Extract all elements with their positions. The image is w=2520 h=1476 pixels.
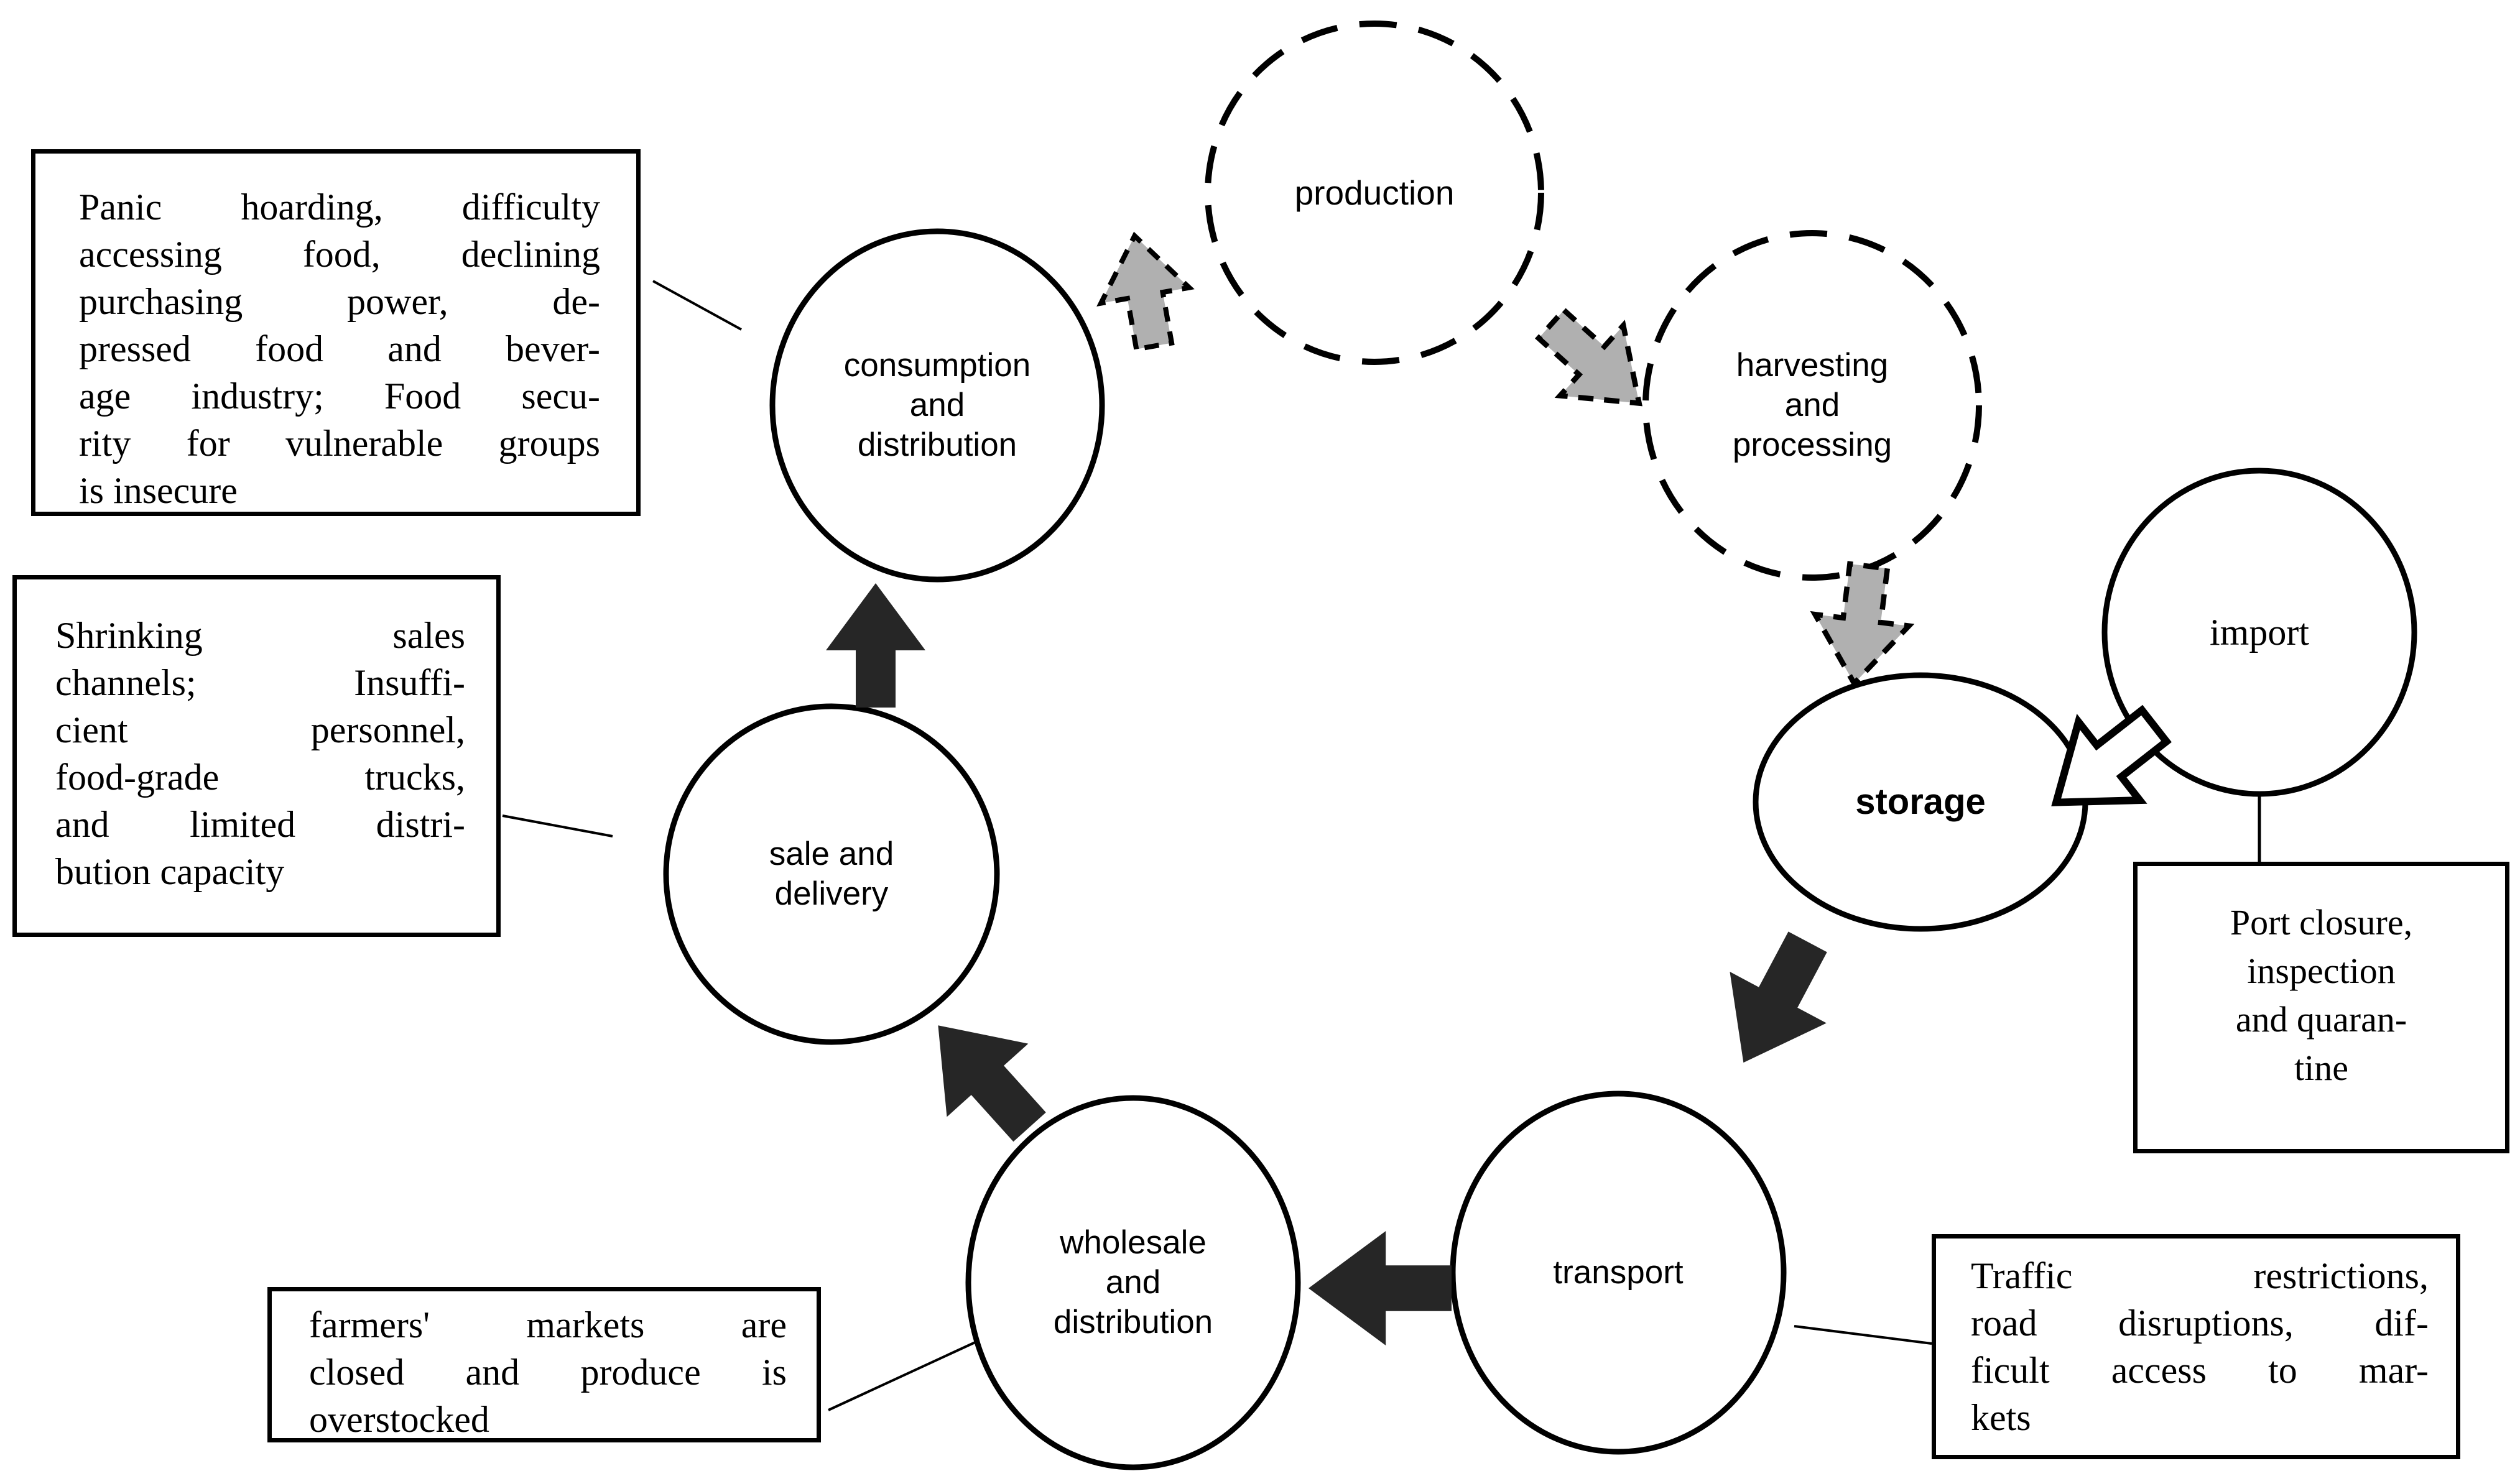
leader-wholesale-box (828, 1340, 977, 1411)
arrow-sale-to-consumption (826, 583, 925, 708)
node-import-label: import (2210, 612, 2309, 653)
node-storage-label: storage (1855, 782, 1986, 822)
node-transport-circle (1450, 1091, 1787, 1455)
arrow-storage-to-transport (1730, 931, 1827, 1063)
arrow-harvesting-to-storage (1810, 561, 1915, 688)
node-production-label: production (1294, 173, 1455, 212)
arrow-wholesale-to-sale (938, 1025, 1046, 1142)
arrow-transport-to-wholesale (1309, 1231, 1452, 1345)
node-wholesale-circle (965, 1095, 1301, 1470)
arrow-production-to-harvesting (1535, 306, 1642, 407)
leader-sale-box (502, 814, 613, 837)
callout-transport-impacts: Traffic restrictions,road disruptions, d… (1932, 1234, 2460, 1459)
leader-transport-box (1794, 1325, 1932, 1345)
node-production-circle (1205, 21, 1544, 365)
arrow-consumption-to-production (1096, 231, 1195, 353)
node-sale-circle (663, 703, 1000, 1045)
node-consumption-circle (769, 228, 1105, 583)
node-harvesting-circle (1642, 230, 1982, 581)
arrow-import-to-storage (2051, 704, 2172, 806)
leader-consumption-box (652, 280, 742, 331)
node-transport-label: transport (1553, 1254, 1684, 1291)
